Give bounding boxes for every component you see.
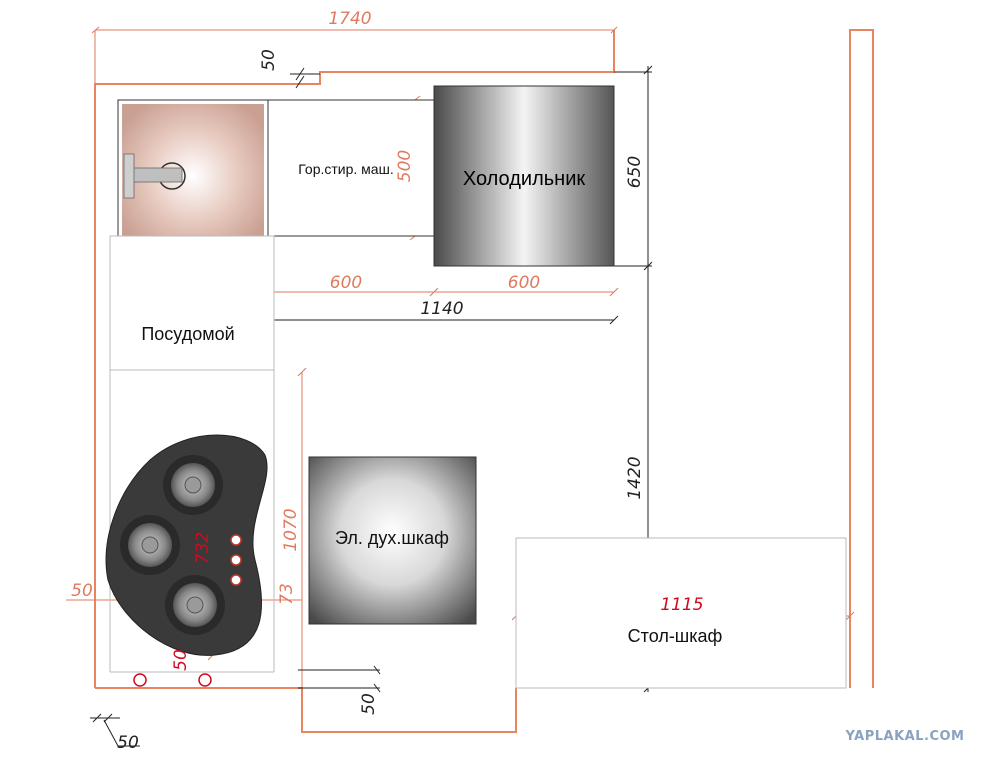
cooktop: 732	[105, 434, 268, 656]
top-step-dim: 50	[259, 49, 279, 71]
washer-width-dim: 600	[330, 273, 362, 293]
fridge-label: Холодильник	[463, 168, 586, 190]
burner-icon	[165, 575, 225, 635]
left-cabinet	[109, 370, 275, 673]
dishwasher-label: Посудомой	[141, 324, 234, 344]
knob-icon	[230, 534, 242, 586]
oven-wall-dim: 1070	[281, 508, 301, 551]
run-total-dim: 1140	[420, 299, 463, 319]
right-wall-dim: 1420	[625, 456, 645, 499]
pipe-icon	[133, 673, 212, 687]
burner-icon	[120, 515, 180, 575]
bottom-wall	[95, 687, 517, 733]
hob-surface	[105, 434, 268, 656]
table-cabinet: Стол-шкаф	[515, 537, 847, 689]
hob-gap-dim: 73	[277, 583, 297, 605]
washer-depth-dim: 500	[395, 150, 415, 182]
watermark: YAPLAKAL.COM	[845, 729, 965, 744]
room-walls	[94, 29, 874, 733]
fridge: Холодильник	[433, 85, 615, 267]
hob-depth-dim: 732	[193, 532, 213, 564]
washing-machine: Гор.стир. маш. 500	[267, 99, 435, 237]
table-width-dim: 1115	[660, 595, 703, 615]
washer-label: Гор.стир. маш.	[298, 161, 393, 177]
oven: Эл. дух.шкаф	[308, 456, 477, 625]
dishwasher: Посудомой	[109, 235, 275, 371]
left-top-wall	[94, 30, 615, 688]
bottom-step-dim: 50	[359, 693, 379, 715]
hob-bottom-gap-dim: 50	[171, 649, 191, 671]
dimension-lines-black	[90, 65, 653, 747]
left-gap-dim: 50	[71, 581, 93, 601]
corner-gap-dim: 50	[117, 733, 139, 753]
oven-label: Эл. дух.шкаф	[335, 528, 449, 548]
burner-icon	[163, 455, 223, 515]
sink	[117, 99, 269, 253]
fridge-depth-dim: 650	[625, 156, 645, 188]
table-label: Стол-шкаф	[628, 626, 723, 646]
fridge-width-dim: 600	[508, 273, 540, 293]
top-total-dim: 1740	[328, 9, 371, 29]
right-wall	[849, 29, 874, 688]
